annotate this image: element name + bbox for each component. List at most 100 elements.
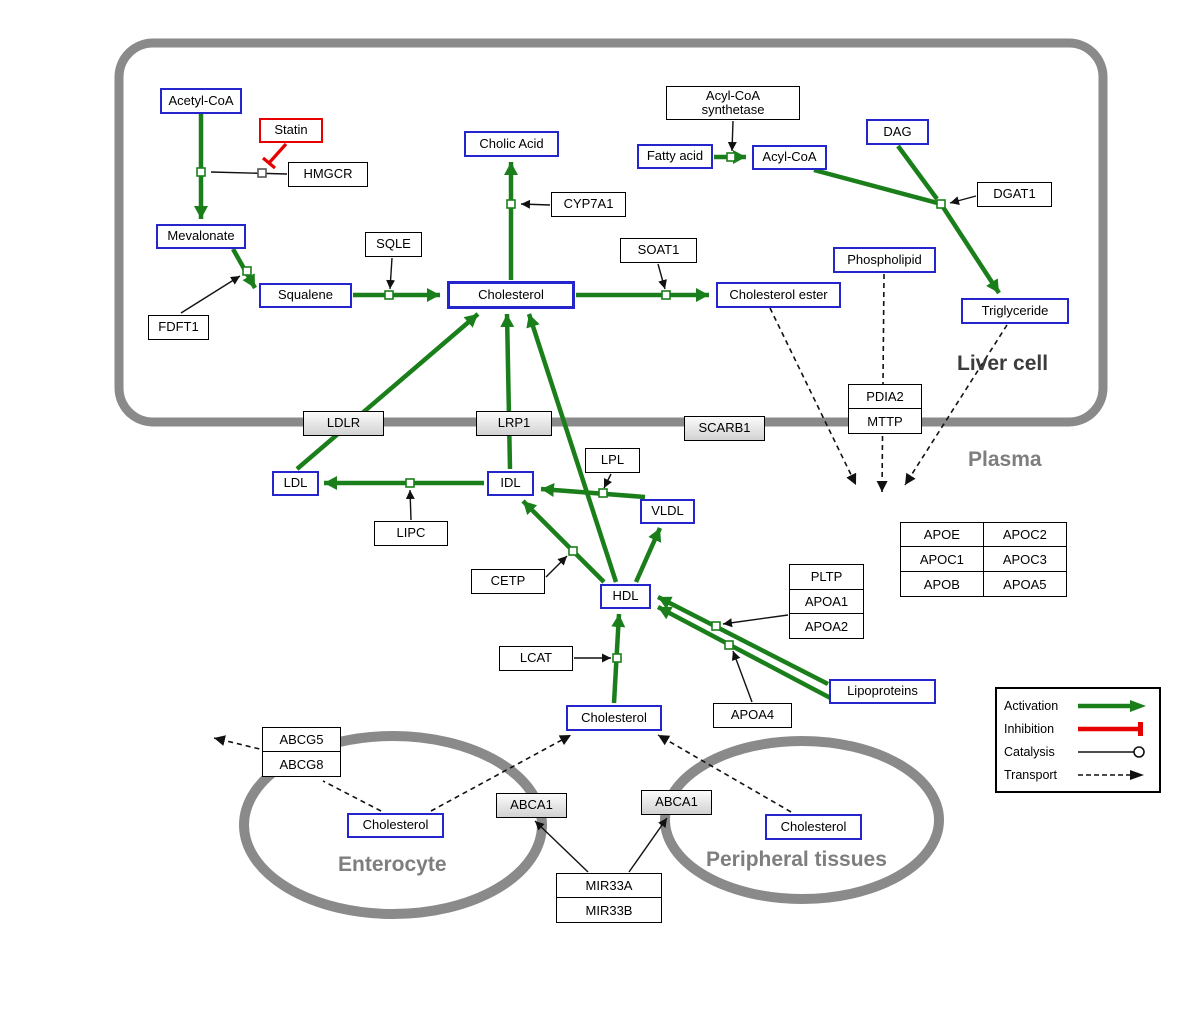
node-abcg5[interactable]: ABCG5	[262, 727, 341, 753]
node-mevalonate[interactable]: Mevalonate	[156, 224, 246, 249]
node-abca1-enterocyte[interactable]: ABCA1	[496, 793, 567, 818]
node-sqle[interactable]: SQLE	[365, 232, 422, 257]
node-phospholipid[interactable]: Phospholipid	[833, 247, 936, 273]
catalysis-pltp-apoa1-apoa2	[722, 614, 789, 628]
liver-cell-membrane	[114, 38, 1108, 427]
activation-edges	[194, 114, 1001, 704]
legend-catalysis-label: Catalysis	[1004, 744, 1055, 759]
node-abca1-peripheral[interactable]: ABCA1	[641, 790, 712, 815]
anchor	[506, 199, 516, 209]
node-cholic-acid[interactable]: Cholic Acid	[464, 131, 559, 157]
legend-row-inhibition: Inhibition	[1004, 717, 1152, 740]
catalysis-hmgcr	[210, 171, 288, 175]
transport-edges	[213, 273, 1008, 813]
node-squalene[interactable]: Squalene	[259, 283, 352, 308]
edge-hdl-idl	[521, 499, 606, 584]
node-vldl[interactable]: VLDL	[640, 499, 695, 524]
transport-cholesterol-abcg	[322, 780, 382, 812]
node-apoa2[interactable]: APOA2	[789, 613, 864, 639]
node-acyl-coa-synthetase[interactable]: Acyl-CoA synthetase	[666, 86, 800, 120]
node-fatty-acid[interactable]: Fatty acid	[637, 144, 713, 169]
legend-row-catalysis: Catalysis	[1004, 740, 1152, 763]
catalysis-lipc	[405, 489, 415, 521]
inhibition-edges	[261, 142, 288, 170]
catalysis-cyp7a1	[520, 199, 551, 209]
node-scarb1[interactable]: SCARB1	[684, 416, 765, 441]
plasma-label: Plasma	[968, 448, 1042, 471]
node-apoc1[interactable]: APOC1	[899, 546, 984, 573]
node-dag[interactable]: DAG	[866, 119, 929, 145]
catalysis-circle-icon	[1078, 745, 1145, 758]
node-mir33b[interactable]: MIR33B	[556, 897, 662, 924]
anchor	[661, 290, 671, 300]
node-acetyl-coa[interactable]: Acetyl-CoA	[160, 88, 242, 114]
node-fdft1[interactable]: FDFT1	[148, 315, 209, 340]
node-cholesterol-liver[interactable]: Cholesterol	[447, 281, 575, 309]
legend-row-activation: Activation	[1004, 694, 1152, 717]
node-dgat1[interactable]: DGAT1	[977, 182, 1052, 207]
reaction-anchors	[196, 152, 946, 663]
catalysis-lpl	[603, 473, 613, 489]
node-pltp[interactable]: PLTP	[789, 564, 864, 590]
node-cholesterol-plasma[interactable]: Cholesterol	[566, 705, 662, 731]
node-acyl-coa[interactable]: Acyl-CoA	[752, 145, 827, 170]
node-statin[interactable]: Statin	[259, 118, 323, 143]
node-triglyceride[interactable]: Triglyceride	[961, 298, 1069, 324]
node-soat1[interactable]: SOAT1	[620, 238, 697, 263]
legend: Activation Inhibition Catalysis Transpor…	[995, 687, 1161, 793]
node-cholesterol-enterocyte[interactable]: Cholesterol	[347, 813, 444, 838]
liver-cell-label: Liver cell	[957, 352, 1049, 375]
node-pdia2[interactable]: PDIA2	[848, 384, 922, 410]
legend-activation-label: Activation	[1004, 698, 1059, 713]
transport-abcg-out	[213, 735, 269, 752]
node-mir33a[interactable]: MIR33A	[556, 873, 662, 899]
complex-abcg5-abcg8: ABCG5 ABCG8	[262, 727, 341, 778]
edge-vldl-idl	[540, 483, 646, 500]
anchor	[568, 546, 578, 556]
node-lipoproteins[interactable]: Lipoproteins	[829, 679, 936, 704]
node-lpl[interactable]: LPL	[585, 448, 640, 473]
complex-pltp-apoa1-apoa2: PLTP APOA1 APOA2	[789, 564, 864, 639]
node-cetp[interactable]: CETP	[471, 569, 545, 594]
node-lcat[interactable]: LCAT	[499, 646, 573, 671]
node-apoc3[interactable]: APOC3	[982, 546, 1067, 573]
node-apob[interactable]: APOB	[899, 571, 984, 598]
acyl-coa-synthetase-line2: synthetase	[701, 102, 765, 117]
catalysis-apoa4	[731, 650, 753, 703]
node-mttp[interactable]: MTTP	[848, 408, 922, 435]
node-cholesterol-ester[interactable]: Cholesterol ester	[716, 282, 841, 308]
node-abcg8[interactable]: ABCG8	[262, 751, 341, 778]
anchor	[196, 167, 206, 177]
anchor	[405, 478, 415, 488]
legend-row-transport: Transport	[1004, 763, 1152, 786]
node-apoc2[interactable]: APOC2	[982, 521, 1067, 548]
node-cyp7a1[interactable]: CYP7A1	[551, 192, 626, 217]
transport-dashed-arrow-icon	[1078, 769, 1144, 780]
complex-pdia2-mttp: PDIA2 MTTP	[848, 384, 922, 435]
anchor	[936, 199, 946, 209]
node-apoa1[interactable]: APOA1	[789, 588, 864, 615]
node-apoa5[interactable]: APOA5	[982, 571, 1067, 598]
node-apoe[interactable]: APOE	[899, 521, 984, 548]
node-ldl[interactable]: LDL	[272, 471, 319, 496]
enterocyte-label: Enterocyte	[338, 853, 447, 876]
catalysis-soat1	[657, 263, 667, 290]
edge-lipoproteins-hdl-lower	[656, 605, 840, 704]
node-apoa4[interactable]: APOA4	[713, 703, 792, 728]
node-hdl[interactable]: HDL	[600, 584, 651, 609]
edge-hdl-cholesterol	[526, 313, 619, 583]
node-lrp1[interactable]: LRP1	[476, 411, 552, 436]
apolipoprotein-table: APOE APOC2 APOC1 APOC3 APOB APOA5	[899, 521, 1067, 598]
node-ldlr[interactable]: LDLR	[303, 411, 384, 436]
catalysis-fdft1	[180, 275, 241, 314]
catalysis-edges	[180, 120, 977, 873]
anchor	[612, 653, 622, 663]
node-idl[interactable]: IDL	[487, 471, 534, 496]
node-lipc[interactable]: LIPC	[374, 521, 448, 546]
node-cholesterol-peripheral[interactable]: Cholesterol	[765, 814, 862, 840]
node-hmgcr[interactable]: HMGCR	[288, 162, 368, 187]
inhibition-tbar-icon	[261, 156, 277, 170]
anchor	[242, 266, 252, 276]
